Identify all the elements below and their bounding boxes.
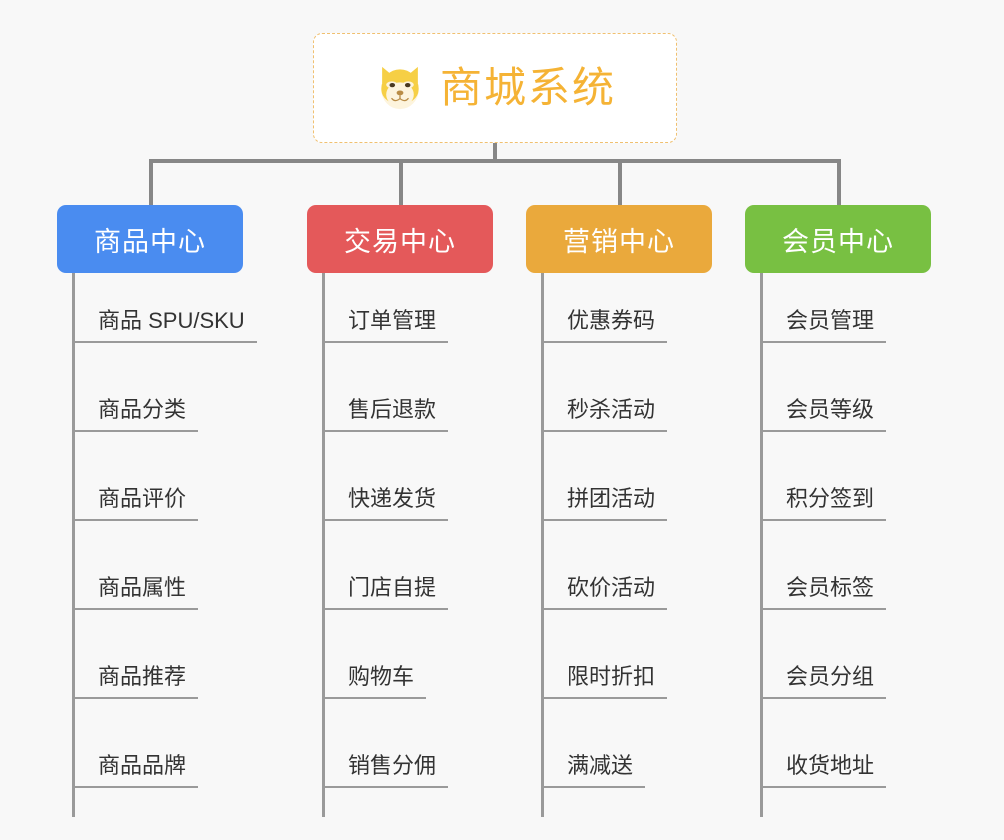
connector-drop-branch-1	[399, 159, 403, 207]
leaf-item[interactable]: 快递发货	[322, 486, 449, 521]
leaf-item[interactable]: 优惠券码	[541, 308, 668, 343]
leaf-label: 优惠券码	[567, 308, 656, 333]
branch-trunk-2	[541, 273, 544, 817]
leaf-label: 会员分组	[786, 664, 875, 689]
root-node[interactable]: 商城系统	[313, 33, 677, 143]
leaf-item[interactable]: 商品属性	[72, 575, 199, 610]
leaf-label: 积分签到	[786, 486, 875, 511]
leaf-label: 限时折扣	[567, 664, 656, 689]
leaf-item[interactable]: 拼团活动	[541, 486, 668, 521]
leaf-label: 收货地址	[786, 753, 875, 778]
leaf-label: 砍价活动	[567, 575, 656, 600]
leaf-item[interactable]: 售后退款	[322, 397, 449, 432]
leaf-label: 商品品牌	[98, 753, 187, 778]
branch-header-label-1: 交易中心	[344, 226, 456, 257]
root-title: 商城系统	[439, 64, 616, 111]
leaf-label: 商品 SPU/SKU	[98, 308, 245, 333]
branch-header-3[interactable]: 会员中心	[745, 205, 931, 273]
leaf-label: 秒杀活动	[567, 397, 656, 422]
leaf-label: 会员标签	[786, 575, 875, 600]
leaf-item[interactable]: 会员等级	[760, 397, 887, 432]
leaf-label: 订单管理	[348, 308, 437, 333]
connector-bus	[149, 159, 839, 163]
branch-header-label-3: 会员中心	[782, 226, 894, 257]
leaf-item[interactable]: 会员分组	[760, 664, 887, 699]
leaf-label: 销售分佣	[348, 753, 437, 778]
leaf-item[interactable]: 订单管理	[322, 308, 449, 343]
leaf-label: 商品分类	[98, 397, 187, 422]
connector-drop-branch-0	[149, 159, 153, 207]
leaf-item[interactable]: 商品推荐	[72, 664, 199, 699]
leaf-item[interactable]: 商品分类	[72, 397, 199, 432]
leaf-label: 门店自提	[348, 575, 437, 600]
leaf-item[interactable]: 门店自提	[322, 575, 449, 610]
branch-header-0[interactable]: 商品中心	[57, 205, 243, 273]
connector-drop-branch-2	[618, 159, 622, 207]
leaf-item[interactable]: 秒杀活动	[541, 397, 668, 432]
leaf-item[interactable]: 满减送	[541, 753, 646, 788]
shiba-dog-face-icon	[381, 66, 419, 110]
leaf-label: 商品推荐	[98, 664, 187, 689]
leaf-item[interactable]: 会员管理	[760, 308, 887, 343]
leaf-label: 会员管理	[786, 308, 875, 333]
leaf-item[interactable]: 积分签到	[760, 486, 887, 521]
leaf-item[interactable]: 限时折扣	[541, 664, 668, 699]
leaf-label: 满减送	[567, 753, 634, 778]
leaf-item[interactable]: 购物车	[322, 664, 427, 699]
branch-header-label-2: 营销中心	[563, 226, 675, 257]
leaf-label: 商品属性	[98, 575, 187, 600]
branch-header-label-0: 商品中心	[94, 226, 206, 257]
leaf-label: 购物车	[348, 664, 415, 689]
leaf-item[interactable]: 会员标签	[760, 575, 887, 610]
leaf-label: 商品评价	[98, 486, 187, 511]
branch-trunk-3	[760, 273, 763, 817]
connector-root-stem	[493, 143, 497, 161]
branch-header-1[interactable]: 交易中心	[307, 205, 493, 273]
leaf-item[interactable]: 商品 SPU/SKU	[72, 308, 257, 343]
leaf-item[interactable]: 砍价活动	[541, 575, 668, 610]
leaf-label: 拼团活动	[567, 486, 656, 511]
leaf-item[interactable]: 商品品牌	[72, 753, 199, 788]
leaf-item[interactable]: 商品评价	[72, 486, 199, 521]
connector-drop-branch-3	[837, 159, 841, 207]
branch-header-2[interactable]: 营销中心	[526, 205, 712, 273]
leaf-item[interactable]: 收货地址	[760, 753, 887, 788]
leaf-label: 快递发货	[348, 486, 437, 511]
leaf-label: 会员等级	[786, 397, 875, 422]
leaf-item[interactable]: 销售分佣	[322, 753, 449, 788]
branch-trunk-1	[322, 273, 325, 817]
branch-trunk-0	[72, 273, 75, 817]
leaf-label: 售后退款	[348, 397, 437, 422]
